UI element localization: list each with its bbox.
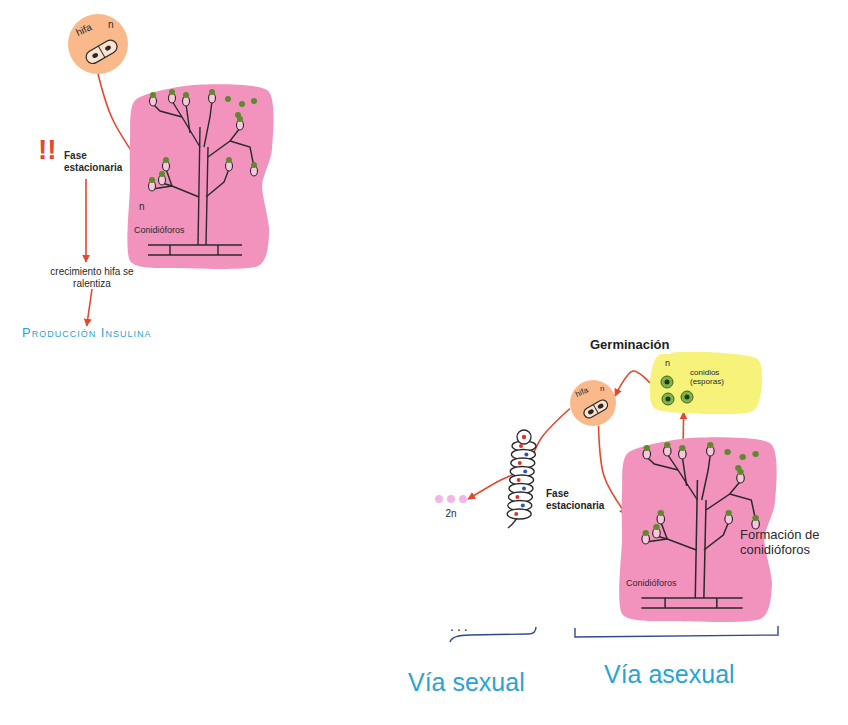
diploid-dot: [459, 495, 467, 503]
hypha-segment: [582, 398, 609, 420]
hypha-cell: hifan: [68, 14, 128, 74]
connector-arrow: [615, 371, 650, 396]
node-text: 2n: [434, 508, 468, 520]
diploid-dot: [447, 495, 455, 503]
spore-dot: [183, 92, 189, 98]
diploid-dot: [435, 495, 443, 503]
pathway-label: Vía sexual: [408, 668, 525, 697]
hypha-stroke: [716, 598, 718, 608]
spore-dot: [658, 510, 664, 516]
hypha-stroke: [704, 522, 729, 550]
spore-dot: [159, 171, 165, 177]
spore-dot: [752, 451, 758, 457]
node-text: Producción Insulina: [22, 326, 151, 341]
conidium: [681, 391, 693, 403]
spore-dot: [724, 449, 730, 455]
hypha-cell: hifan: [570, 380, 616, 426]
note-text: crecimiento hifa se ralentiza: [46, 266, 138, 289]
hypha-stroke: [153, 104, 182, 117]
node-shape: [130, 85, 272, 268]
meiosis-coil: [507, 430, 536, 528]
phase-label: Fase estacionaria: [64, 150, 122, 173]
node-shape: [68, 14, 128, 74]
hypha-stroke: [206, 169, 229, 197]
spore-dot: [149, 177, 155, 183]
hypha-stroke: [730, 494, 756, 520]
hypha-stroke: [172, 101, 200, 147]
edge-label: Germinación: [588, 337, 671, 354]
conidium: [661, 376, 673, 388]
hypha-stroke: [148, 244, 242, 245]
spore-dot: [725, 510, 731, 516]
spore-dot: [664, 442, 670, 448]
hypha-stroke: [667, 454, 697, 500]
hypha-stroke: [682, 457, 686, 486]
node-text: n: [600, 384, 604, 393]
hypha-stroke: [702, 454, 711, 500]
spore-dot: [163, 157, 169, 163]
spore-dot: [752, 515, 758, 521]
blob-outline: [650, 352, 762, 414]
hypha-stroke: [664, 598, 666, 608]
spore-dot: [679, 445, 685, 451]
process-label: Formación de conidióforos: [740, 528, 834, 558]
spore-dot: [644, 445, 650, 451]
result-text: Producción Insulina: [22, 326, 151, 341]
hypha-segment: [84, 38, 120, 66]
node-text: n: [139, 201, 145, 213]
blob-outline: [127, 84, 273, 269]
alert-mark: !!: [38, 134, 57, 166]
hypha-stroke: [166, 169, 172, 186]
diploid-cells: 2n: [434, 494, 468, 520]
node-text: conidios (esporas): [690, 368, 724, 386]
hypha-circle: [570, 380, 616, 426]
connector-arrow: [87, 289, 92, 326]
spore-dot: [226, 157, 232, 163]
ellipsis-mark: ...: [450, 618, 471, 634]
spore-dot: [150, 92, 156, 98]
conidium: [662, 393, 674, 405]
leader-arrow: [85, 179, 87, 262]
node-text: crecimiento hifa se ralentiza: [46, 266, 138, 289]
node-shape: [434, 494, 468, 506]
conidia-blob: n conidios (esporas): [650, 352, 762, 414]
node-text: Conidióforos: [626, 578, 677, 588]
bracket: [575, 626, 778, 637]
hypha-stroke: [647, 457, 678, 470]
spore-dot: [235, 112, 241, 118]
edge-label: Fase estacionaria: [544, 487, 606, 512]
spore-dot: [707, 442, 713, 448]
hypha-circle: [68, 14, 128, 74]
spore-dot: [739, 454, 745, 460]
spore-dot: [225, 96, 231, 102]
spore-dot: [642, 530, 648, 536]
spore-dot: [169, 89, 175, 95]
spore-dot: [251, 98, 257, 104]
hypha-stroke: [230, 141, 254, 167]
connector-arrow: [682, 412, 684, 440]
spore-dot: [239, 101, 245, 107]
spore-dot: [653, 524, 659, 530]
hypha-stroke: [641, 597, 742, 598]
node-text: Conidióforos: [134, 225, 185, 235]
hypha-stroke: [186, 104, 190, 133]
hypha-stroke: [204, 101, 212, 147]
spore-dot: [735, 465, 741, 471]
spore-dot: [209, 89, 215, 95]
hypha-stroke: [217, 245, 218, 255]
connector-arrow: [468, 409, 570, 500]
conidiophore-blob: nConidióforos: [130, 85, 272, 268]
node-text: n: [108, 19, 114, 31]
hypha-stroke: [169, 245, 170, 255]
hypha-stroke: [656, 536, 696, 550]
hypha-stroke: [162, 183, 199, 197]
hypha-stroke: [148, 254, 242, 255]
spore-dot: [251, 162, 257, 168]
node-shape: [570, 380, 616, 426]
hypha-stroke: [641, 607, 742, 608]
pathway-label: Vía asexual: [604, 660, 735, 689]
hypha-stroke: [661, 522, 667, 539]
node-text: n: [665, 358, 670, 368]
